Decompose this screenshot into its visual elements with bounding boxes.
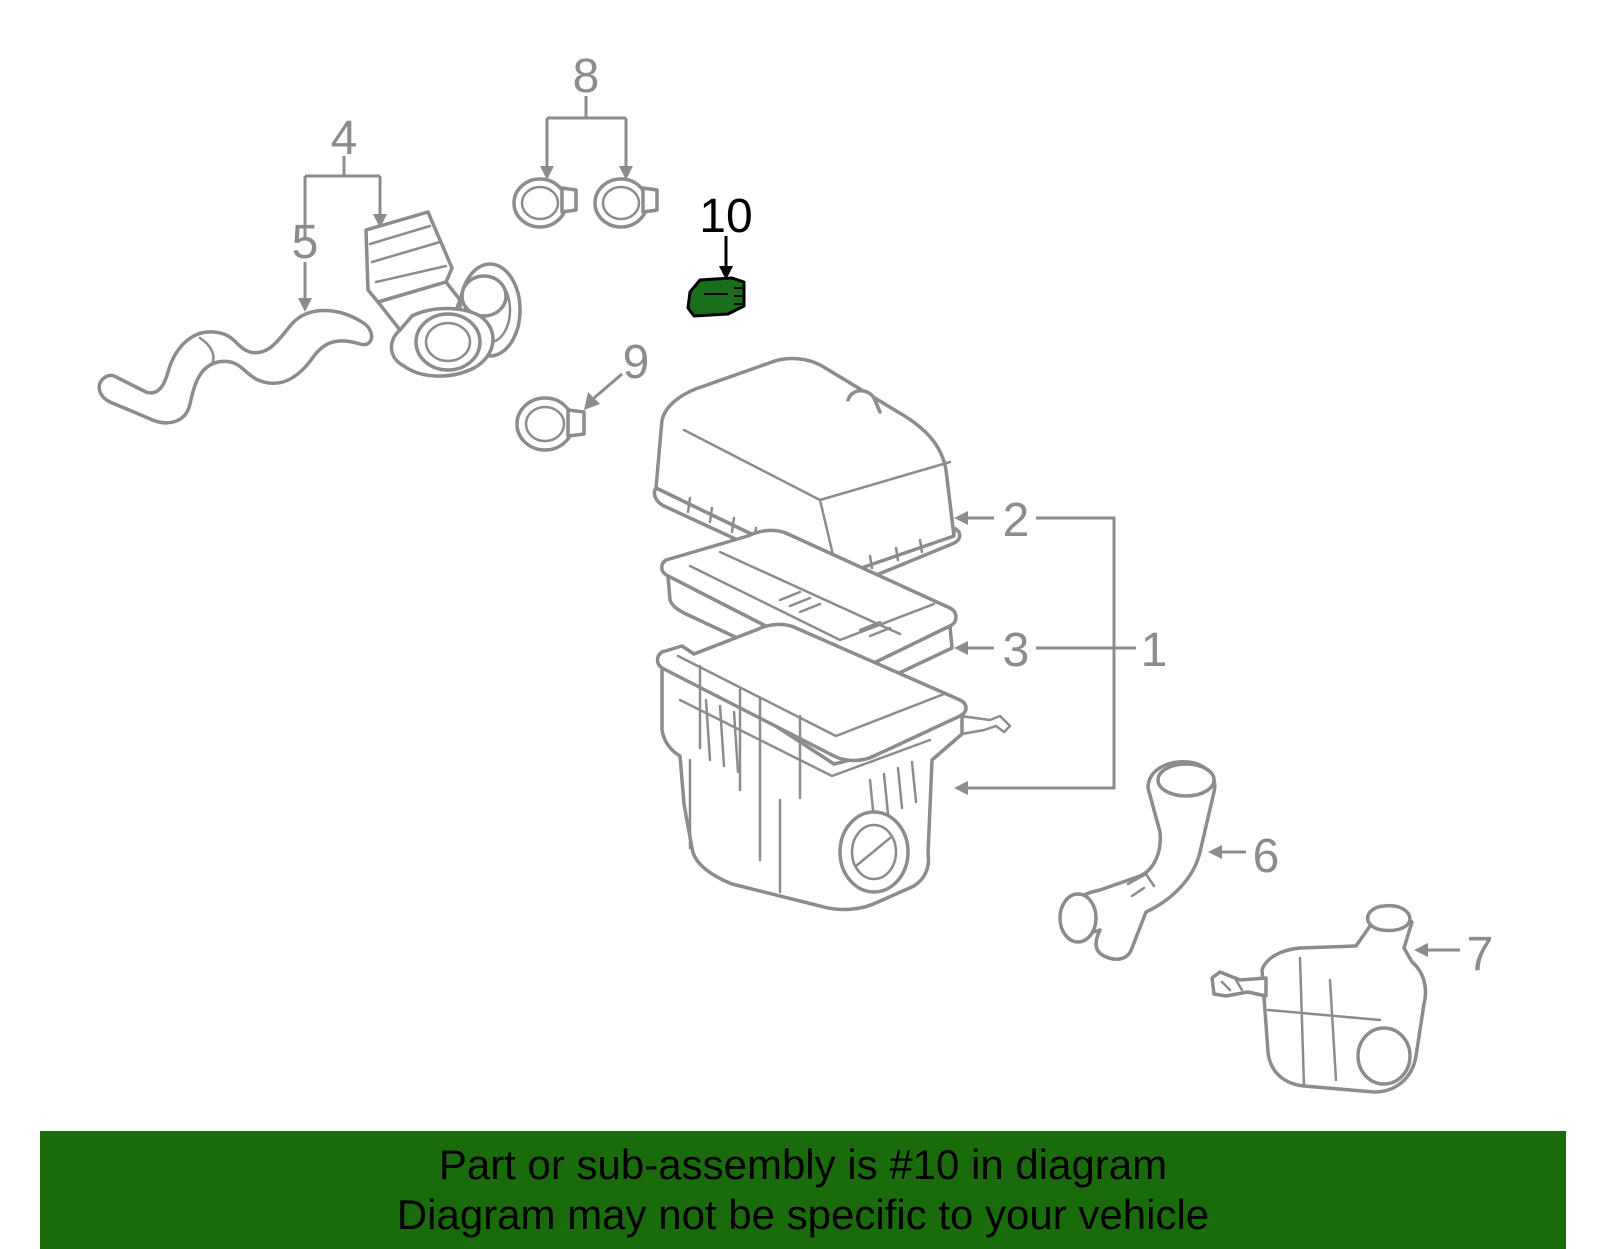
callout-7: 7 xyxy=(1467,928,1494,981)
part-9-clamp[interactable] xyxy=(515,396,586,452)
part-4-intake-duct[interactable] xyxy=(364,210,522,378)
banner-line-1: Part or sub-assembly is #10 in diagram xyxy=(438,1141,1168,1188)
callout-9: 9 xyxy=(623,336,650,389)
parts-diagram: 8 4 5 10 9 2 3 1 6 7 xyxy=(97,50,1494,1094)
part-5-hose[interactable] xyxy=(97,308,374,425)
callout-1: 1 xyxy=(1141,624,1168,677)
callout-2: 2 xyxy=(1003,494,1030,547)
part-7-resonator[interactable] xyxy=(1210,903,1428,1094)
callout-6: 6 xyxy=(1253,830,1280,883)
callout-4: 4 xyxy=(331,112,358,165)
part-10-highlighted-component[interactable] xyxy=(686,276,746,318)
callout-10: 10 xyxy=(699,190,752,243)
banner-line-2: Diagram may not be specific to your vehi… xyxy=(396,1191,1210,1238)
part-6-inlet-hose[interactable] xyxy=(1058,760,1217,962)
callout-8: 8 xyxy=(573,50,600,103)
callout-3: 3 xyxy=(1003,624,1030,677)
part-8-clamps[interactable] xyxy=(512,177,659,229)
part-1-cleaner-case[interactable] xyxy=(655,622,1012,912)
callout-5: 5 xyxy=(292,216,319,269)
info-banner: Part or sub-assembly is #10 in diagram D… xyxy=(40,1131,1566,1249)
